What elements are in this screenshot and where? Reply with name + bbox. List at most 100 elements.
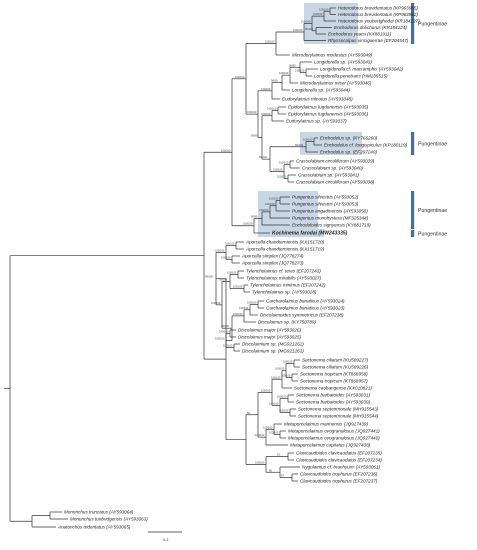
support-value: 100/100 xyxy=(255,433,265,437)
support-value: 100/100 xyxy=(243,222,253,226)
taxon-label: Epidorylaimus lugdunensis (AY593035) xyxy=(288,105,369,110)
support-value: 100/100 xyxy=(275,367,285,371)
taxon-label: Sectonema tropicum (KT868957) xyxy=(300,379,368,384)
taxon-label: Sectonema ciliatum (KU589227) xyxy=(302,358,369,363)
support-value: 100/100 xyxy=(225,242,235,246)
support-value: 100/100 xyxy=(233,285,243,289)
support-value: 100/100 xyxy=(319,7,329,11)
support-value: 100/100 xyxy=(269,197,279,201)
support-value: 100/100 xyxy=(221,256,231,260)
taxon-label: Longidorella sp. (AY593043) xyxy=(314,60,372,65)
scale-bar: 0.1 xyxy=(148,531,182,542)
support-value: 100/100 xyxy=(259,208,269,212)
clade-highlight-4 xyxy=(258,229,324,237)
taxon-label: Metaporcelaimus ovogranulosus (JQ927441) xyxy=(288,429,380,434)
support-value: 100/100 xyxy=(263,425,273,429)
support-value: 100/100 xyxy=(273,168,283,172)
support-value: 100/100 xyxy=(279,409,289,413)
taxon-label: Clavicaudoides clavicaudatus (EF207235) xyxy=(296,451,382,456)
support-value: 100/100 xyxy=(283,360,293,364)
taxon-label: Metaporcelaimus capitatus (JQ927438) xyxy=(290,443,371,448)
taxon-label: Tylencholaimus mirabilis (AY593027) xyxy=(246,276,322,281)
support-value: 100/100 xyxy=(279,71,289,75)
taxon-label: Longidorella penetrans (HM235515) xyxy=(314,74,388,79)
support-value: 100/100 xyxy=(219,330,229,334)
taxon-label: Sectonema ciliatum (KU589226) xyxy=(302,365,369,370)
taxon-label: Discolaimium sp. (MG921262) xyxy=(242,342,304,347)
support-value: 100/100 xyxy=(247,110,257,114)
support-value: 100/100 xyxy=(313,12,323,16)
taxon-label: Enchodorus dolichurus (KR184124) xyxy=(334,25,407,30)
taxon-label: Heterodorus brevidentatus (KP963962) xyxy=(338,12,418,17)
support-values: 100/100100/10096/100100/100100/100100/10… xyxy=(205,7,329,477)
support-value: 100/100 xyxy=(303,138,313,142)
taxon-label: Nygolaimus cf. brachyuris (AY593061) xyxy=(302,465,381,470)
taxon-label: Crassolabium circuliferum (AY593039) xyxy=(296,159,375,164)
taxon-label: Discolaimus major (AY593025) xyxy=(238,335,301,340)
clade-highlights xyxy=(258,3,362,237)
taxon-label: Longidorella sp. (AY593044) xyxy=(292,88,350,93)
taxon-label: Enchodeloides signyensis (KY881719) xyxy=(292,223,371,228)
group-label-2: Pungentinae xyxy=(418,142,447,148)
taxon-label: Kochinema farodai (MW243335) xyxy=(272,231,348,237)
support-value: 100/100 xyxy=(271,375,281,379)
clade-highlight-1 xyxy=(304,3,358,44)
taxon-label: Tylencholaimus cf. teres (EF207243) xyxy=(246,269,321,274)
support-value: 100/100 xyxy=(261,388,271,392)
taxon-label: Eudorylaimus sp. (AY593037) xyxy=(286,119,347,124)
taxon-label: Epidorylaimus lugdunensis (AY593036) xyxy=(288,112,369,117)
support-value: 96/90 xyxy=(251,133,258,137)
support-value: 100/100 xyxy=(235,75,245,79)
support-value: 96/99 xyxy=(271,79,278,83)
support-value: 100/100 xyxy=(265,39,275,43)
taxon-label: Clavicaudoides trophurus (EF207236) xyxy=(300,472,378,477)
taxon-label: Carcharolaimus banaticus (AY593024) xyxy=(266,299,345,304)
taxon-label: Mononchus truncatus (AY593064) xyxy=(64,510,134,515)
taxon-label: Clavicaudoides clavicaudatus (EF207234) xyxy=(296,458,382,463)
support-value: 100/100 xyxy=(261,112,271,116)
support-value: 96/99 xyxy=(289,63,296,67)
group-label-4: Pungentinae xyxy=(418,232,447,238)
taxon-label: Crassolabium circuliferum (AY593038) xyxy=(296,180,375,185)
group-bracket-4 xyxy=(411,230,415,237)
scale-bar-label: 0.1 xyxy=(163,537,169,542)
taxon-label: Sectonema tropicum (KT868958) xyxy=(300,372,368,377)
taxon-label: Sectonema septentrionale (MH915544) xyxy=(298,414,379,419)
support-value: 100/100 xyxy=(261,87,271,91)
group-bracket-1 xyxy=(411,3,415,44)
taxon-label: Heterodorus brevidentatus (KP963965) xyxy=(338,6,418,11)
taxon-label: Aporcella chandierniensis (KX151719) xyxy=(245,247,325,252)
support-value: 100/100 xyxy=(221,148,231,152)
taxon-label: Longidorella cf. macramphis (AY593042) xyxy=(320,67,403,72)
taxon-label: Enchodelus sp. (EF207240) xyxy=(320,150,377,155)
taxon-label: Carcharolaimus banaticus (AY593023) xyxy=(266,306,345,311)
group-label-3: Pungentinae xyxy=(418,208,447,214)
taxon-label: Clavicaudoides trophurus (EF207237) xyxy=(300,479,378,484)
group-brackets: PungentinaePungentinaePungentinaePungent… xyxy=(411,3,447,238)
taxon-label: Crassolabium sp. (AY593041) xyxy=(298,173,359,178)
support-value: 100/100 xyxy=(269,431,279,435)
support-value: 100/100 xyxy=(247,301,257,305)
taxon-label: Pungentus monohystera (MF325344) xyxy=(292,216,369,221)
support-value: 86 xyxy=(269,468,272,472)
support-value: 100/100 xyxy=(239,306,249,310)
taxon-label: Anatonchus tridentatus (AY593065) xyxy=(57,525,131,530)
support-value: 99/100 xyxy=(221,324,229,328)
taxon-label: Pungentus silvestris (AY593053) xyxy=(292,202,359,207)
support-value: 100/100 xyxy=(265,202,275,206)
taxon-label: Eudorylaimus minutus (AY593048) xyxy=(282,97,353,102)
taxon-label: Microdorylaimus modestus (AY593049) xyxy=(292,53,373,58)
support-value: 80 xyxy=(247,411,250,415)
taxon-label: Tylencholaimus minimus (EF207242) xyxy=(250,283,326,288)
support-value: 91 xyxy=(277,453,280,457)
taxon-label: Crassolabium sp. (AY593040) xyxy=(302,166,363,171)
support-value: 100/100 xyxy=(269,402,279,406)
group-bracket-2 xyxy=(411,132,415,155)
support-value: 100/100 xyxy=(277,395,287,399)
taxon-label: Metaporcelaimus marinensis (JQ927439) xyxy=(284,422,368,427)
taxon-label: Discolaimus sp. (KY750789) xyxy=(258,320,316,325)
taxon-label: Pungentus silvestris (AY593052) xyxy=(292,195,359,200)
support-value: 100/100 xyxy=(227,271,237,275)
